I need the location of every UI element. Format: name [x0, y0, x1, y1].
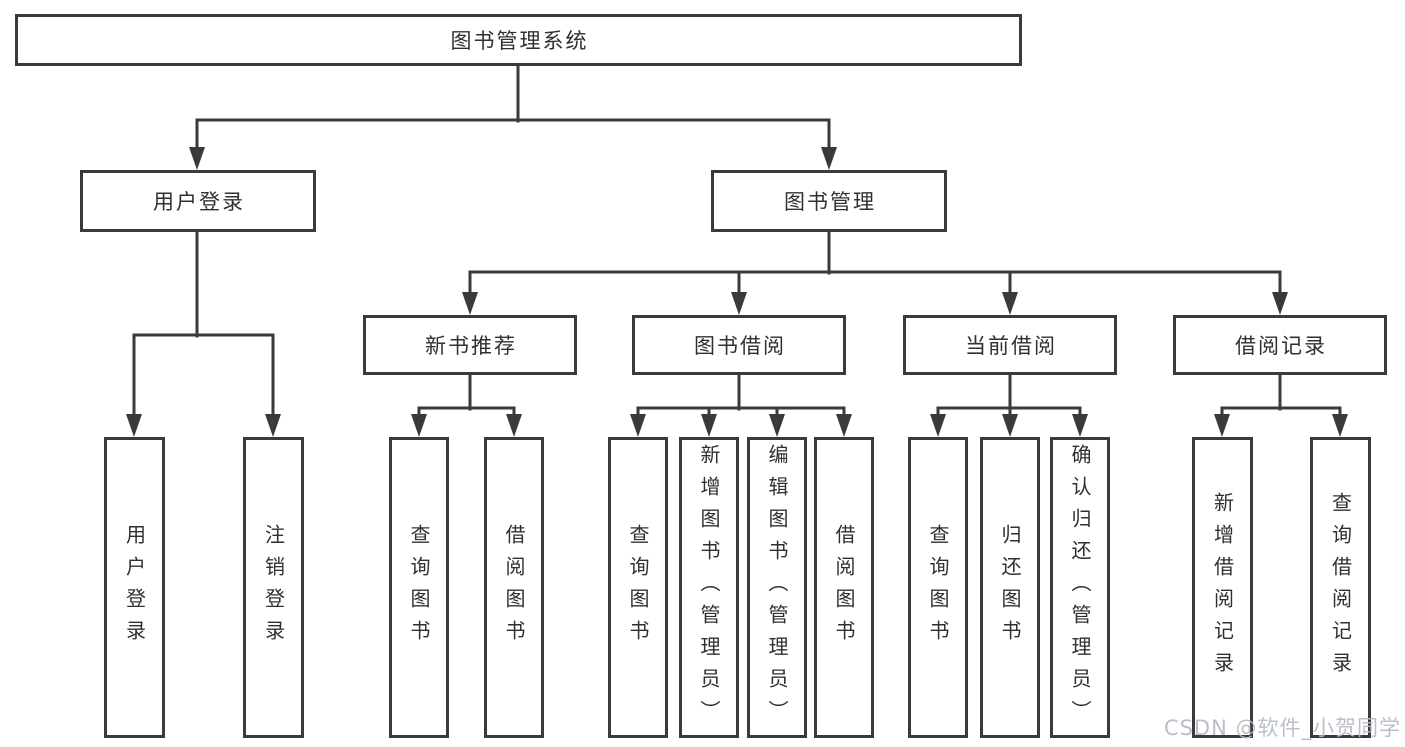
- leaf-add-borrow-record-label: 新增借阅记录: [1210, 491, 1235, 684]
- node-book-borrow: 图书借阅: [632, 315, 846, 375]
- leaf-return-books: 归还图书: [980, 437, 1040, 738]
- node-borrow-records: 借阅记录: [1173, 315, 1387, 375]
- leaf-confirm-return-admin: 确认归还（管理员）: [1050, 437, 1110, 738]
- node-book-management-label: 图书管理: [784, 190, 876, 214]
- leaf-query-books-borrow: 查询图书: [608, 437, 668, 738]
- arrowhead-icon: [506, 414, 522, 437]
- arrowhead-icon: [265, 414, 281, 437]
- leaf-return-books-label: 归还图书: [998, 523, 1022, 652]
- leaf-add-book-admin-label: 新增图书（管理员）: [697, 443, 721, 732]
- leaf-query-books-current-label: 查询图书: [926, 523, 950, 652]
- arrowhead-icon: [731, 292, 747, 315]
- node-user-login-label: 用户登录: [153, 190, 245, 214]
- leaf-logout: 注销登录: [243, 437, 304, 738]
- node-current-borrow: 当前借阅: [903, 315, 1117, 375]
- arrowhead-icon: [821, 147, 837, 170]
- node-borrow-records-label: 借阅记录: [1235, 334, 1327, 358]
- arrowhead-icon: [1002, 292, 1018, 315]
- node-new-book-recommend-label: 新书推荐: [425, 334, 517, 358]
- leaf-query-books-recommend-label: 查询图书: [407, 523, 431, 652]
- arrowhead-icon: [701, 414, 717, 437]
- leaf-query-borrow-record: 查询借阅记录: [1310, 437, 1371, 738]
- arrowhead-icon: [126, 414, 142, 437]
- arrowhead-icon: [836, 414, 852, 437]
- arrowhead-icon: [411, 414, 427, 437]
- leaf-add-borrow-record: 新增借阅记录: [1192, 437, 1253, 738]
- leaf-borrow-books: 借阅图书: [814, 437, 874, 738]
- arrowhead-icon: [1272, 292, 1288, 315]
- leaf-borrow-books-recommend-label: 借阅图书: [502, 523, 526, 652]
- arrowhead-icon: [1214, 414, 1230, 437]
- leaf-user-login-label: 用户登录: [122, 523, 147, 652]
- node-user-login: 用户登录: [80, 170, 316, 232]
- arrowhead-icon: [1072, 414, 1088, 437]
- leaf-edit-book-admin-label: 编辑图书（管理员）: [765, 443, 789, 732]
- leaf-user-login: 用户登录: [104, 437, 165, 738]
- leaf-borrow-books-recommend: 借阅图书: [484, 437, 544, 738]
- arrowhead-icon: [630, 414, 646, 437]
- leaf-query-books-current: 查询图书: [908, 437, 968, 738]
- node-current-borrow-label: 当前借阅: [965, 334, 1057, 358]
- node-new-book-recommend: 新书推荐: [363, 315, 577, 375]
- arrowheads: [126, 147, 1348, 437]
- arrowhead-icon: [930, 414, 946, 437]
- arrowhead-icon: [189, 147, 205, 170]
- csdn-watermark: CSDN @软件_小贺同学: [1163, 716, 1401, 740]
- node-book-borrow-label: 图书借阅: [694, 334, 786, 358]
- leaf-query-books-recommend: 查询图书: [389, 437, 449, 738]
- node-root-label: 图书管理系统: [450, 29, 589, 53]
- arrowhead-icon: [462, 292, 478, 315]
- leaf-edit-book-admin: 编辑图书（管理员）: [747, 437, 807, 738]
- leaf-borrow-books-label: 借阅图书: [832, 523, 856, 652]
- arrowhead-icon: [769, 414, 785, 437]
- leaf-confirm-return-admin-label: 确认归还（管理员）: [1068, 443, 1092, 732]
- leaf-logout-label: 注销登录: [261, 523, 286, 652]
- leaf-query-borrow-record-label: 查询借阅记录: [1328, 491, 1353, 684]
- arrowhead-icon: [1002, 414, 1018, 437]
- leaf-query-books-borrow-label: 查询图书: [626, 523, 650, 652]
- arrowhead-icon: [1332, 414, 1348, 437]
- node-book-management: 图书管理: [711, 170, 947, 232]
- leaf-add-book-admin: 新增图书（管理员）: [679, 437, 739, 738]
- node-root-system: 图书管理系统: [15, 14, 1022, 66]
